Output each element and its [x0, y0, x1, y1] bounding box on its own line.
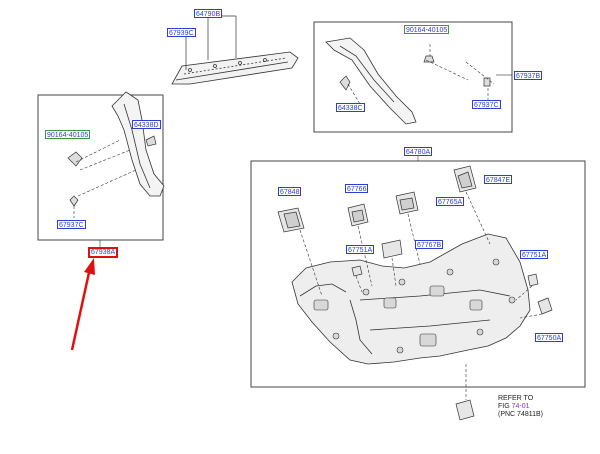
part-label-64780a[interactable]: 64780A [404, 147, 433, 156]
part-label-67765a[interactable]: 67765A [436, 197, 465, 206]
cover-icon [277, 165, 553, 421]
reference-pnc: (PNC 74811B) [498, 411, 544, 418]
reference-line1: REFER TO [498, 395, 534, 402]
part-label-67937c-top[interactable]: 67937C [472, 100, 501, 109]
part-label-67751a-right[interactable]: 67751A [520, 250, 549, 259]
part-label-64338c[interactable]: 64338C [336, 103, 365, 112]
reference-note: REFER TO FIG 74-01 (PNC 74811B) [498, 395, 543, 419]
highlight-arrow [70, 258, 95, 351]
part-label-67766[interactable]: 67766 [345, 184, 369, 193]
part-label-67847e[interactable]: 67847E [484, 175, 513, 184]
part-label-67751a-mid[interactable]: 67751A [346, 245, 375, 254]
part-label-90164-40105-top[interactable]: 90164-40105 [404, 25, 450, 34]
left-detail-frame [37, 94, 164, 241]
part-label-64338d[interactable]: 64338D [132, 120, 161, 129]
part-label-90164-40105-left[interactable]: 90164-40105 [45, 130, 91, 139]
reference-fig-prefix: FIG [498, 403, 512, 410]
part-label-67937c-left[interactable]: 67937C [57, 220, 86, 229]
part-label-67767b[interactable]: 67767B [415, 240, 444, 249]
part-label-67848[interactable]: 67848 [278, 187, 302, 196]
part-label-64790b[interactable]: 64790B [194, 9, 223, 18]
reference-fig-line: FIG 74-01 [498, 403, 543, 411]
part-label-67750a[interactable]: 67750A [535, 333, 564, 342]
part-label-67937b[interactable]: 67937B [514, 71, 543, 80]
pillar-garnish-part [325, 37, 417, 125]
part-label-67938a-highlighted[interactable]: 67938A [88, 247, 119, 258]
pillar-detail-frame [313, 21, 513, 133]
reference-fig-link[interactable]: 74-01 [511, 403, 530, 410]
clip-icon [67, 135, 157, 207]
backdoor-trim-part [291, 233, 531, 365]
part-label-67939c[interactable]: 67939C [167, 28, 196, 37]
left-pillar-part [111, 91, 165, 197]
trim-hole [313, 258, 516, 354]
roof-garnish-part [171, 51, 299, 85]
